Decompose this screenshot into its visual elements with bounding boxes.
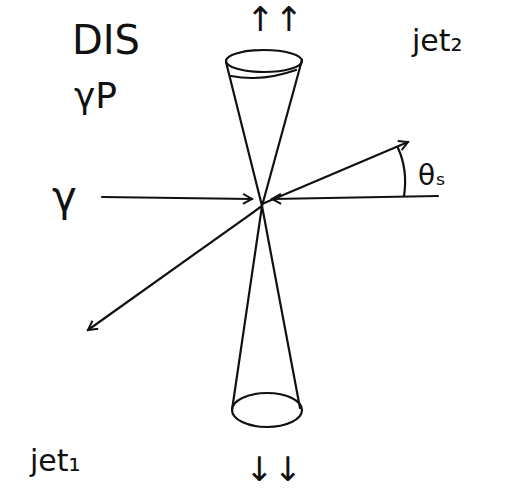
lower-cone	[232, 206, 300, 410]
process-label: γP	[74, 78, 117, 114]
jet-label: jet₂	[412, 26, 463, 56]
jet2-arrow	[262, 142, 408, 204]
jet1-arrow	[88, 206, 262, 330]
photon-label: γ	[52, 176, 77, 218]
upper-cone-rim	[226, 50, 302, 72]
angle-arc	[398, 148, 405, 196]
jet-label: jet₁	[30, 446, 81, 476]
proton-arrow	[272, 196, 438, 199]
angle-label: θₛ	[418, 162, 446, 190]
spin-arrows: ↓↓	[245, 452, 302, 486]
spin-arrows: ↑↑	[246, 2, 303, 36]
upper-cone	[226, 60, 302, 206]
upper-cone-shade	[231, 70, 296, 78]
lower-cone-rim	[232, 393, 302, 427]
photon-arrow	[102, 197, 252, 199]
heading-text: DIS	[72, 20, 140, 60]
